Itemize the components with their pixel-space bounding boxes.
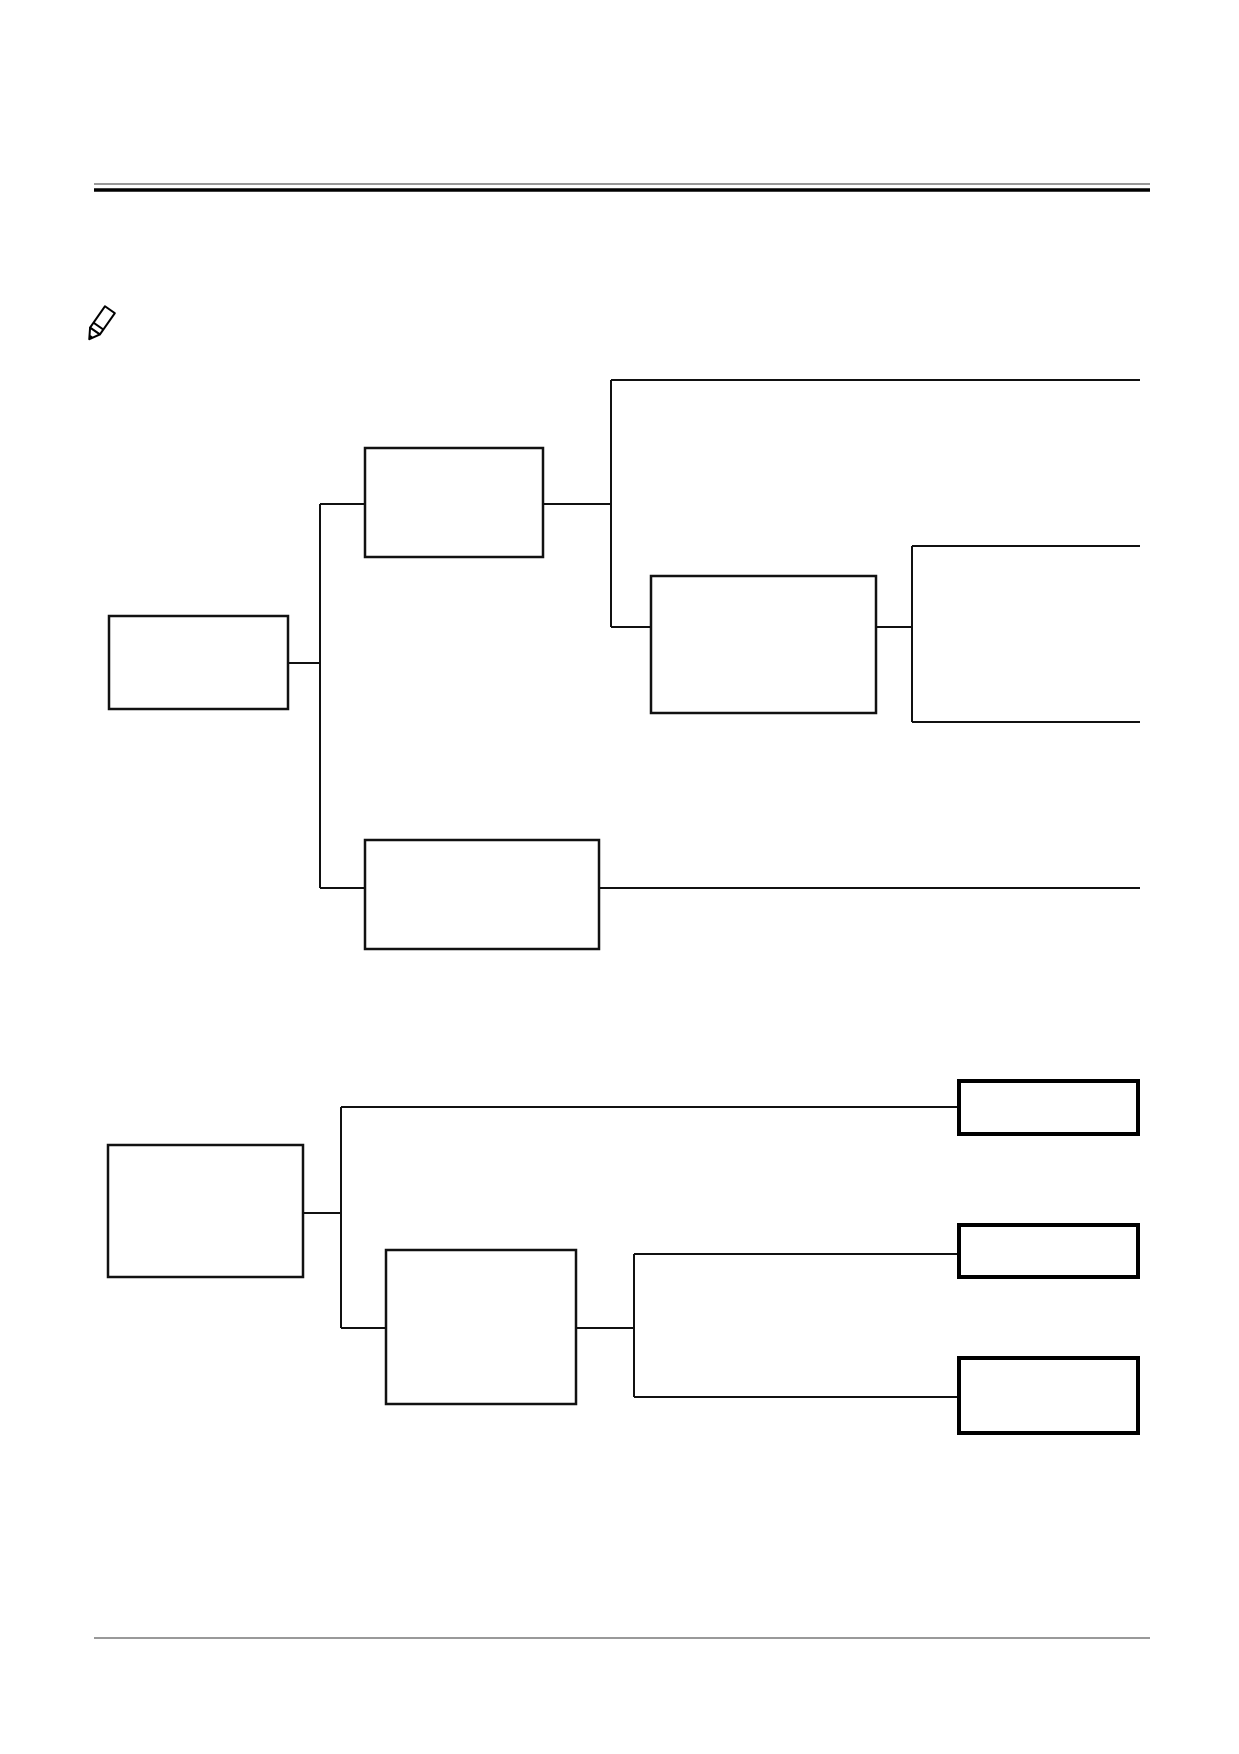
upper-tree-diagram [107,379,1140,951]
lower-leaf-3-box [957,1356,1140,1435]
lower-leaf-2-box [957,1223,1140,1279]
upper-branch-1-box [363,446,545,559]
pencil-icon [88,305,116,341]
upper-tree-connectors [288,380,913,889]
lower-tree-diagram [106,1079,1140,1435]
upper-root-box [107,614,290,711]
header-rule [94,183,1150,192]
lower-leaf-1-box [957,1079,1140,1136]
lower-root-box [106,1143,305,1279]
upper-branch-2-box [363,838,601,951]
lower-tree-connectors [303,1106,959,1398]
upper-branch-1-1-box [649,574,878,715]
lower-branch-1-box [384,1248,578,1406]
